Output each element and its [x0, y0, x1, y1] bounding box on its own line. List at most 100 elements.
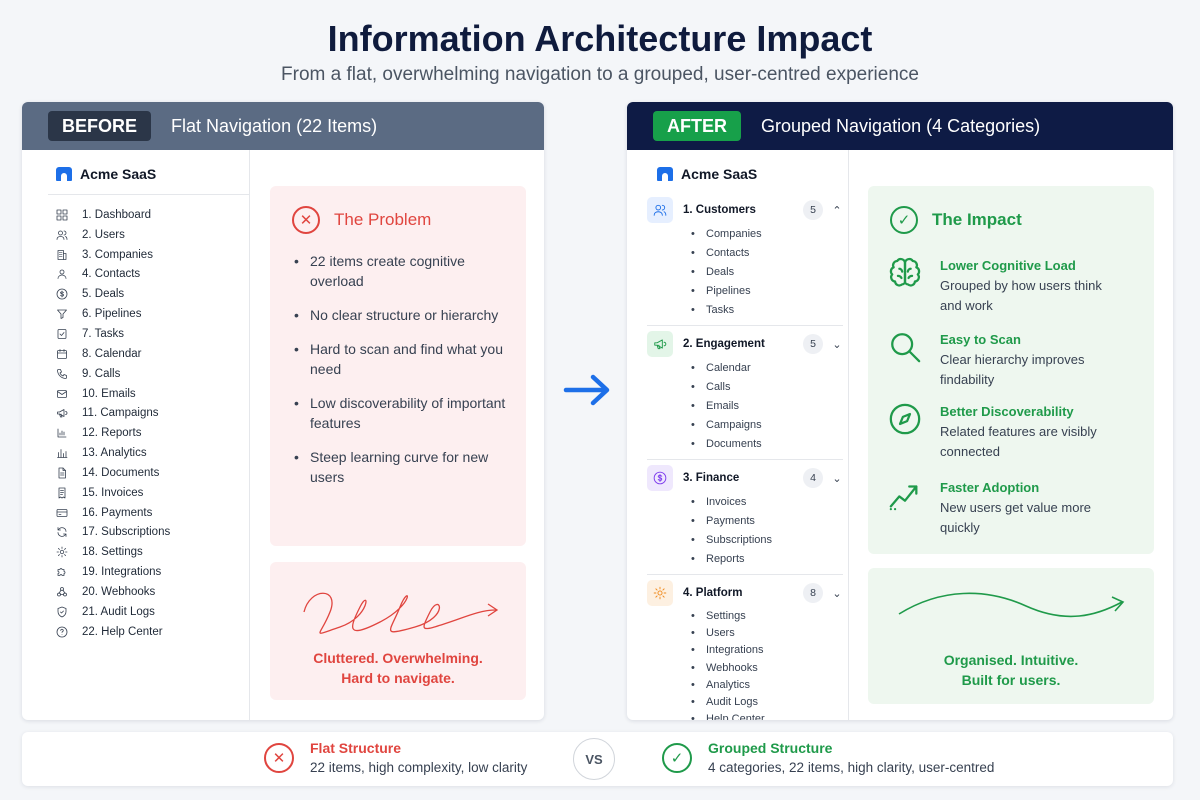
- webhook-icon: [56, 586, 68, 598]
- megaphone-icon: [654, 339, 667, 350]
- users-icon: [653, 204, 667, 216]
- flat-nav-item-label: 21. Audit Logs: [82, 605, 155, 618]
- x-circle-icon: ✕: [292, 206, 320, 234]
- flat-nav-item-label: 10. Emails: [82, 387, 136, 400]
- chevron-up-icon[interactable]: ⌃: [832, 204, 842, 217]
- puzzle-icon: [56, 566, 68, 578]
- nav-group-items: InvoicesPaymentsSubscriptionsReports: [647, 493, 843, 569]
- flat-nav-item[interactable]: 13. Analytics: [56, 443, 170, 463]
- nav-sub-item[interactable]: Calendar: [689, 359, 843, 378]
- flat-nav-item[interactable]: 15. Invoices: [56, 483, 170, 503]
- flat-nav-item[interactable]: 9. Calls: [56, 364, 170, 384]
- users-icon: [56, 230, 68, 240]
- flat-nav-item[interactable]: 8. Calendar: [56, 344, 170, 364]
- flat-nav-item-label: 22. Help Center: [82, 625, 163, 638]
- smooth-arrow-icon: [898, 592, 1125, 618]
- checklist-icon: [56, 328, 68, 340]
- impact-header: ✓ The Impact: [890, 206, 1022, 234]
- flat-nav-item[interactable]: 18. Settings: [56, 542, 170, 562]
- brand-logo-icon: [657, 167, 673, 181]
- invoice-icon: [56, 487, 68, 499]
- nav-group: 3. Finance 4 ⌄ InvoicesPaymentsSubscript…: [647, 465, 843, 575]
- nav-sub-item[interactable]: Integrations: [689, 642, 843, 659]
- nav-sub-item[interactable]: Webhooks: [689, 660, 843, 677]
- flat-nav-item[interactable]: 19. Integrations: [56, 562, 170, 582]
- flat-nav-item-label: 5. Deals: [82, 288, 125, 301]
- nav-sub-item[interactable]: Documents: [689, 435, 843, 454]
- nav-sub-item[interactable]: Help Center: [689, 711, 843, 720]
- benefit-title: Easy to Scan: [940, 332, 1021, 347]
- building-icon: [56, 249, 68, 261]
- document-icon: [58, 467, 66, 479]
- after-panel: AFTER Grouped Navigation (4 Categories) …: [627, 102, 1173, 720]
- flat-nav-item[interactable]: 2. Users: [56, 225, 170, 245]
- flat-nav-item[interactable]: 10. Emails: [56, 384, 170, 404]
- chevron-down-icon[interactable]: ⌄: [832, 472, 842, 485]
- grouped-sidebar: Acme SaaS 1. Customers 5 ⌃ CompaniesCont…: [627, 150, 849, 720]
- flat-nav-item-label: 7. Tasks: [82, 327, 124, 340]
- nav-sub-item[interactable]: Users: [689, 625, 843, 642]
- nav-sub-item[interactable]: Settings: [689, 608, 843, 625]
- nav-sub-item[interactable]: Calls: [689, 378, 843, 397]
- nav-group-header[interactable]: 2. Engagement 5 ⌄: [647, 331, 843, 357]
- flat-nav-item[interactable]: 22. Help Center: [56, 622, 170, 642]
- flat-nav-item[interactable]: 14. Documents: [56, 463, 170, 483]
- flat-nav-item[interactable]: 3. Companies: [56, 245, 170, 265]
- organised-caption-line1: Organised. Intuitive.: [943, 652, 1079, 668]
- flat-nav-item-label: 1. Dashboard: [82, 208, 152, 221]
- flat-nav-item[interactable]: 1. Dashboard: [56, 205, 170, 225]
- nav-sub-item[interactable]: Contacts: [689, 244, 843, 263]
- check-circle-icon: ✓: [662, 743, 692, 773]
- brain-icon: [889, 257, 921, 287]
- nav-sub-item[interactable]: Subscriptions: [689, 531, 843, 550]
- help-icon: [56, 626, 68, 638]
- megaphone-icon: [57, 409, 68, 418]
- nav-sub-item[interactable]: Campaigns: [689, 416, 843, 435]
- report-icon: [56, 427, 68, 439]
- flat-structure-title: Flat Structure: [310, 740, 402, 756]
- nav-sub-item[interactable]: Deals: [689, 263, 843, 282]
- flat-nav-item[interactable]: 6. Pipelines: [56, 304, 170, 324]
- nav-group-items: SettingsUsersIntegrationsWebhooksAnalyti…: [647, 608, 843, 720]
- benefit-desc: Related features are visibly connected: [940, 424, 1097, 459]
- nav-group-header[interactable]: 4. Platform 8 ⌄: [647, 580, 843, 606]
- flat-nav-item[interactable]: 4. Contacts: [56, 265, 170, 285]
- chevron-down-icon[interactable]: ⌄: [832, 587, 842, 600]
- nav-sub-item[interactable]: Pipelines: [689, 282, 843, 301]
- bar-chart-icon: [57, 449, 68, 458]
- flat-nav-item[interactable]: 17. Subscriptions: [56, 523, 170, 543]
- nav-sub-item[interactable]: Companies: [689, 225, 843, 244]
- flat-nav-item-label: 16. Payments: [82, 506, 153, 519]
- grid-icon: [56, 209, 68, 221]
- nav-sub-item[interactable]: Audit Logs: [689, 694, 843, 711]
- brand-name: Acme SaaS: [80, 166, 157, 182]
- invoice-icon: [58, 487, 66, 499]
- nav-sub-item[interactable]: Reports: [689, 550, 843, 569]
- flat-nav-item-label: 13. Analytics: [82, 447, 147, 460]
- gear-icon: [647, 580, 673, 606]
- flat-nav-item[interactable]: 12. Reports: [56, 423, 170, 443]
- nav-sub-item[interactable]: Tasks: [689, 301, 843, 320]
- nav-sub-item[interactable]: Emails: [689, 397, 843, 416]
- nav-sub-item[interactable]: Payments: [689, 512, 843, 531]
- flat-nav-item[interactable]: 20. Webhooks: [56, 582, 170, 602]
- brain-icon: [888, 256, 924, 292]
- nav-sub-item[interactable]: Analytics: [689, 677, 843, 694]
- mail-icon: [56, 388, 68, 400]
- flat-nav-item[interactable]: 16. Payments: [56, 503, 170, 523]
- chevron-down-icon[interactable]: ⌄: [832, 338, 842, 351]
- flat-nav-item[interactable]: 11. Campaigns: [56, 403, 170, 423]
- megaphone-icon: [647, 331, 673, 357]
- after-pill: AFTER: [653, 111, 741, 141]
- nav-group-header[interactable]: 3. Finance 4 ⌄: [647, 465, 843, 491]
- flat-nav-item[interactable]: 5. Deals: [56, 284, 170, 304]
- nav-sub-item[interactable]: Invoices: [689, 493, 843, 512]
- nav-group-header[interactable]: 1. Customers 5 ⌃: [647, 197, 843, 223]
- flat-nav-item[interactable]: 21. Audit Logs: [56, 602, 170, 622]
- grouped-structure-desc: 4 categories, 22 items, high clarity, us…: [708, 760, 995, 775]
- flat-nav-item-label: 6. Pipelines: [82, 308, 142, 321]
- cluttered-caption-line1: Cluttered. Overwhelming.: [313, 650, 483, 666]
- flat-nav-item[interactable]: 7. Tasks: [56, 324, 170, 344]
